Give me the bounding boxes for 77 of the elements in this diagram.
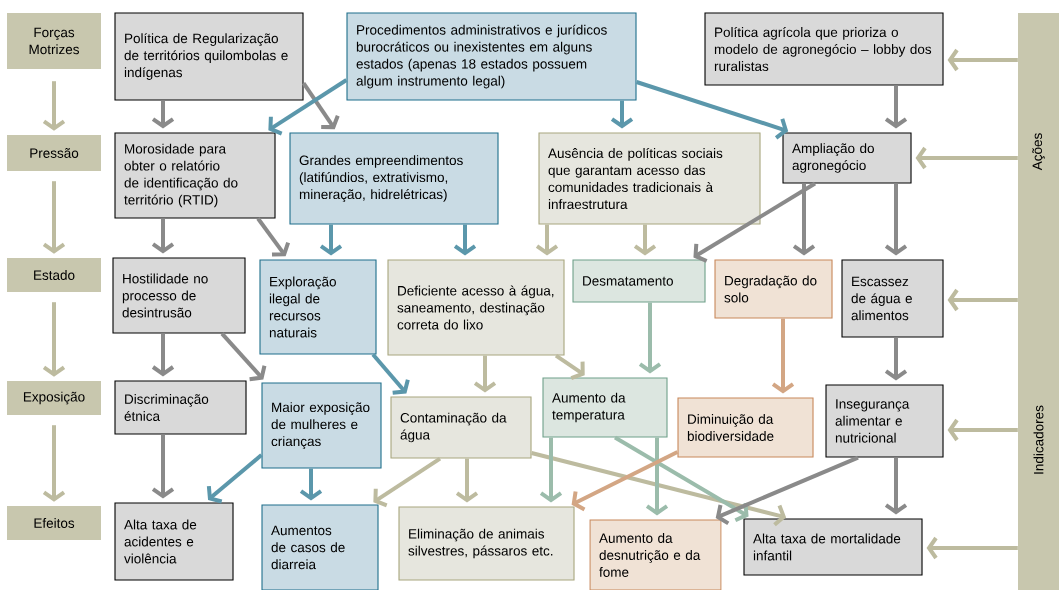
arrow bbox=[42, 81, 66, 131]
arrow bbox=[915, 146, 1018, 170]
arrow bbox=[633, 224, 657, 256]
arrow bbox=[693, 181, 817, 263]
arrow bbox=[610, 100, 634, 129]
arrow bbox=[947, 48, 1018, 72]
process-box: Aumento da desnutrição e da fome bbox=[589, 519, 722, 590]
arrow bbox=[635, 80, 789, 140]
arrow bbox=[151, 333, 175, 377]
process-box: Desmatamento bbox=[572, 259, 706, 303]
process-box: Alta taxa de acidentes e violência bbox=[114, 502, 234, 581]
arrow bbox=[268, 78, 348, 136]
stage-label: Exposição bbox=[7, 381, 101, 415]
stage-label: Forças Motrizes bbox=[7, 13, 101, 69]
arrow bbox=[884, 457, 908, 515]
arrow bbox=[256, 217, 290, 257]
process-box: Morosidade para obter o relatório de identificação do território (RTID) bbox=[114, 132, 276, 219]
arrow bbox=[884, 337, 908, 381]
side-bar: Indicadores bbox=[1018, 290, 1059, 590]
process-box: Alta taxa de mortalidade infantil bbox=[743, 518, 923, 576]
arrow bbox=[299, 468, 323, 501]
arrow bbox=[715, 455, 859, 526]
arrow bbox=[319, 224, 343, 256]
arrow bbox=[42, 181, 66, 254]
arrow bbox=[947, 418, 1018, 442]
arrow bbox=[539, 437, 563, 503]
arrow bbox=[151, 218, 175, 254]
process-box: Deficiente acesso à água, saneamento, destinação correta do lixo bbox=[387, 259, 565, 356]
arrow bbox=[645, 437, 669, 516]
arrow bbox=[371, 353, 410, 395]
node-label: Ações bbox=[1032, 133, 1045, 171]
process-box: Política agrícola que prioriza o modelo de agronegócio – lobby dos ruralistas bbox=[704, 12, 944, 86]
arrow bbox=[884, 85, 908, 129]
arrow bbox=[42, 302, 66, 377]
arrow bbox=[947, 288, 1018, 312]
arrow bbox=[926, 536, 1018, 560]
arrow bbox=[792, 183, 816, 256]
arrow bbox=[535, 224, 559, 256]
arrow bbox=[571, 450, 679, 512]
process-box: Grandes empreendimentos (latifúndios, extrativismo, mineração, hidrelétricas) bbox=[289, 132, 499, 225]
process-box: Procedimentos administrativos e jurídicos burocráticos ou inexistentes em alguns estados (apenas 18 estados possuem algum instrumento legal) bbox=[346, 12, 637, 101]
arrow bbox=[373, 456, 442, 508]
process-box: Contaminação da água bbox=[390, 396, 532, 459]
arrow bbox=[42, 425, 66, 502]
process-box: Hostilidade no processo de desintrusão bbox=[112, 257, 246, 334]
arrow bbox=[151, 434, 175, 499]
arrow bbox=[531, 451, 787, 527]
side-bar: Ações bbox=[1018, 13, 1059, 290]
arrow bbox=[206, 453, 263, 504]
arrow bbox=[453, 224, 477, 256]
node-label: Indicadores bbox=[1033, 405, 1044, 474]
process-box: Ampliação do agronegócio bbox=[782, 132, 912, 184]
stage-label: Estado bbox=[7, 258, 101, 292]
stage-label: Pressão bbox=[7, 135, 101, 171]
process-box: Discriminação étnica bbox=[114, 380, 247, 435]
arrow bbox=[473, 355, 497, 393]
process-box: Escassez de água e alimentos bbox=[841, 259, 944, 338]
arrow bbox=[638, 302, 662, 374]
process-box: Eliminação de animais silvestres, pássaros etc. bbox=[398, 506, 575, 581]
process-box: Aumentos de casos de diarreia bbox=[261, 504, 379, 590]
process-box: Maior exposição de mulheres e crianças bbox=[261, 382, 382, 469]
process-box: Insegurança alimentar e nutricional bbox=[825, 384, 944, 458]
process-box: Aumento da temperatura bbox=[542, 377, 668, 438]
process-box: Ausência de políticas sociais que garantam acesso das comunidades tradicionais à infraestrutura bbox=[538, 132, 761, 225]
arrow bbox=[151, 100, 175, 129]
stage-label: Efeitos bbox=[7, 506, 101, 540]
process-box: Exploração ilegal de recursos naturais bbox=[259, 259, 377, 355]
arrow bbox=[771, 318, 795, 394]
arrow bbox=[455, 458, 479, 503]
arrow bbox=[554, 353, 585, 380]
process-box: Diminuição da biodiversidade bbox=[677, 397, 814, 458]
arrow bbox=[301, 81, 340, 130]
arrow bbox=[220, 332, 267, 382]
process-box: Política de Regularização de territórios quilombolas e indígenas bbox=[114, 12, 304, 101]
process-box: Degradação do solo bbox=[714, 259, 833, 319]
arrow bbox=[614, 435, 749, 523]
arrow bbox=[884, 183, 908, 256]
